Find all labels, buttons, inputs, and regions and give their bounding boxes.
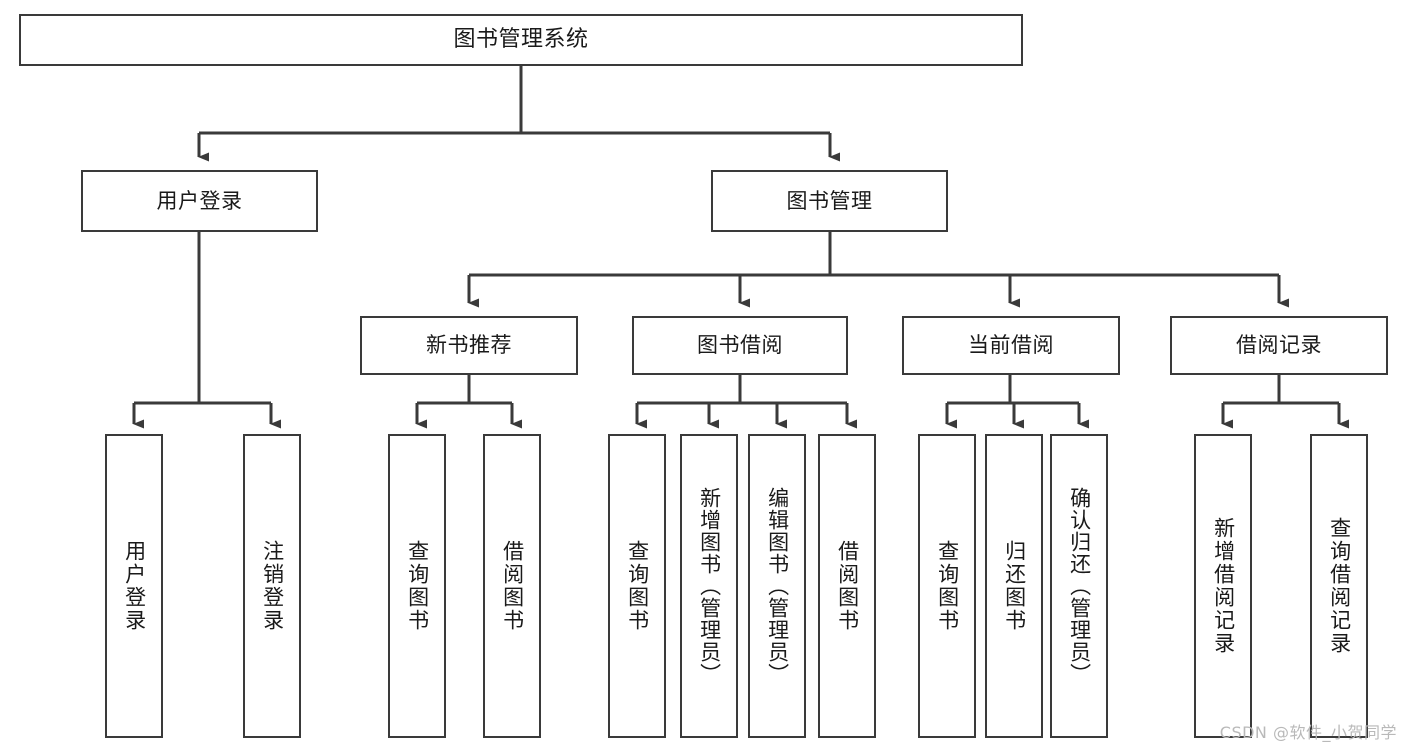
node-book-manage[interactable]: 图书管理 (711, 170, 948, 232)
node-book-borrow-label: 图书借阅 (697, 333, 783, 358)
leaf-edit-book[interactable]: 编辑图书（管理员） (748, 434, 806, 738)
leaf-query-book-recommend-label: 查询图书 (405, 540, 430, 632)
leaf-user-login[interactable]: 用户登录 (105, 434, 163, 738)
node-new-book-recommend-label: 新书推荐 (426, 333, 512, 358)
node-borrow-record-label: 借阅记录 (1236, 333, 1322, 358)
leaf-return-book-label: 归还图书 (1002, 540, 1027, 632)
leaf-query-book-borrow[interactable]: 查询图书 (608, 434, 666, 738)
node-root[interactable]: 图书管理系统 (19, 14, 1023, 66)
node-user-login[interactable]: 用户登录 (81, 170, 318, 232)
leaf-add-book-label: 新增图书（管理员） (697, 487, 722, 685)
leaf-query-book-current[interactable]: 查询图书 (918, 434, 976, 738)
leaf-confirm-return[interactable]: 确认归还（管理员） (1050, 434, 1108, 738)
leaf-borrow-book[interactable]: 借阅图书 (818, 434, 876, 738)
leaf-borrow-book-recommend[interactable]: 借阅图书 (483, 434, 541, 738)
leaf-user-logout-label: 注销登录 (260, 540, 285, 632)
leaf-edit-book-label: 编辑图书（管理员） (765, 487, 790, 685)
leaf-user-login-label: 用户登录 (122, 540, 147, 632)
node-user-login-label: 用户登录 (156, 188, 243, 213)
leaf-add-borrow-record-label: 新增借阅记录 (1211, 517, 1236, 655)
node-root-label: 图书管理系统 (453, 27, 589, 53)
leaf-query-book-borrow-label: 查询图书 (625, 540, 650, 632)
leaf-confirm-return-label: 确认归还（管理员） (1067, 487, 1092, 685)
leaf-borrow-book-recommend-label: 借阅图书 (500, 540, 525, 632)
node-borrow-record[interactable]: 借阅记录 (1170, 316, 1388, 375)
node-current-borrow-label: 当前借阅 (968, 333, 1054, 358)
leaf-user-logout[interactable]: 注销登录 (243, 434, 301, 738)
leaf-return-book[interactable]: 归还图书 (985, 434, 1043, 738)
node-book-manage-label: 图书管理 (786, 188, 873, 213)
leaf-query-borrow-record[interactable]: 查询借阅记录 (1310, 434, 1368, 738)
leaf-query-book-recommend[interactable]: 查询图书 (388, 434, 446, 738)
node-book-borrow[interactable]: 图书借阅 (632, 316, 848, 375)
leaf-add-book[interactable]: 新增图书（管理员） (680, 434, 738, 738)
node-current-borrow[interactable]: 当前借阅 (902, 316, 1120, 375)
node-new-book-recommend[interactable]: 新书推荐 (360, 316, 578, 375)
leaf-query-borrow-record-label: 查询借阅记录 (1327, 517, 1352, 655)
leaf-add-borrow-record[interactable]: 新增借阅记录 (1194, 434, 1252, 738)
watermark: CSDN @软件_小贺同学 (1219, 723, 1397, 742)
leaf-query-book-current-label: 查询图书 (935, 540, 960, 632)
leaf-borrow-book-label: 借阅图书 (835, 540, 860, 632)
